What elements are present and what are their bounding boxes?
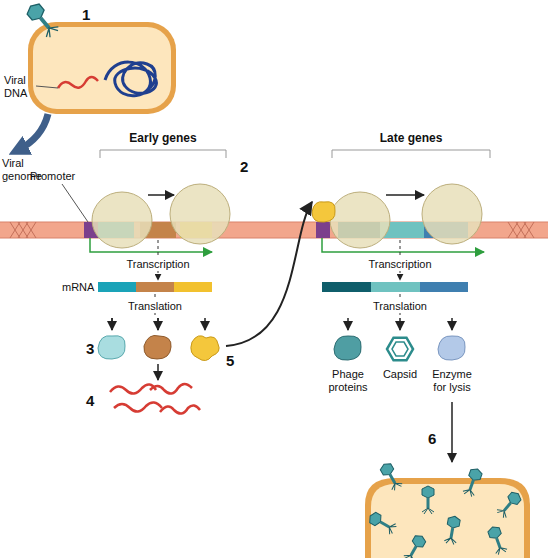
replication-arrow: [157, 364, 159, 380]
cytoplasm: [33, 27, 171, 109]
translation-arrow: [111, 318, 113, 330]
phage: [444, 515, 461, 545]
translation-arrow: [157, 318, 159, 330]
group-label: Late genes: [361, 132, 461, 146]
mrna-segment: [371, 282, 420, 292]
activation-arrow: [226, 202, 312, 346]
part-label: mRNA: [62, 281, 96, 294]
mrna-segment: [420, 282, 468, 292]
phage: [403, 533, 427, 558]
lysing-cell: [365, 478, 530, 558]
direction-arrow: [148, 194, 174, 196]
rna-polymerase: [170, 184, 230, 244]
node-label: Enzyme for lysis: [428, 368, 476, 393]
phage: [462, 467, 483, 497]
rna-polymerase: [422, 184, 482, 244]
callout-number: 4: [86, 392, 106, 409]
mrna-segment: [136, 282, 174, 292]
callout-number: 6: [428, 430, 448, 447]
promoter-segment: [316, 222, 330, 238]
rna-polymerase: [92, 192, 152, 248]
translation-arrow: [347, 318, 349, 330]
zoom-arrow: [18, 114, 48, 150]
bacterial-chromosome: [105, 62, 156, 96]
capsid-shape: [392, 342, 408, 356]
cytoplasm: [371, 484, 524, 558]
protein-node: Capsid: [378, 332, 422, 381]
early-protein: [144, 335, 171, 359]
early-protein: [191, 336, 219, 361]
translation-arrow: [451, 318, 453, 330]
mrna-segment: [174, 282, 212, 292]
phage: [367, 511, 397, 535]
mrna-segment: [98, 282, 136, 292]
capsid-shape: [387, 338, 413, 361]
phage: [422, 486, 434, 514]
rna-polymerase: [330, 192, 390, 248]
replicated-dna: [150, 384, 192, 394]
early-protein: [98, 336, 125, 359]
node-label: Phage proteins: [322, 368, 374, 393]
step-label: Transcription: [360, 258, 440, 271]
phage: [487, 525, 508, 555]
node-label: Capsid: [378, 368, 422, 381]
viral-dna: [58, 77, 98, 88]
callout-number: 1: [82, 6, 102, 23]
callout-number: 5: [226, 352, 246, 369]
translation-arrow: [112, 318, 205, 330]
protein-node: Enzyme for lysis: [428, 332, 476, 393]
callout-number: 2: [240, 158, 260, 175]
protein-shape: [322, 332, 374, 368]
callout-number: 3: [86, 340, 106, 357]
phage: [379, 461, 403, 491]
replicated-dna: [110, 384, 156, 393]
transcription-arrow: [322, 238, 484, 252]
protein-shape: [378, 332, 422, 368]
activator-protein: [312, 202, 335, 222]
protein-blob: [438, 336, 465, 360]
part-label: Viral DNA: [4, 74, 38, 99]
step-label: Transcription: [118, 258, 198, 271]
phage: [496, 490, 523, 519]
group-label: Early genes: [113, 132, 213, 146]
part-label: Promoter: [30, 170, 90, 183]
protein-node: Phage proteins: [322, 332, 374, 393]
gene-bracket: [332, 150, 490, 158]
gene-bracket: [100, 150, 226, 158]
replicated-dna: [160, 405, 200, 413]
leader-line: [62, 184, 88, 222]
transcription-arrow: [90, 238, 212, 252]
protein-shape: [428, 332, 476, 368]
step-label: Translation: [115, 300, 195, 313]
direction-arrow: [386, 194, 424, 196]
mrna-segment: [322, 282, 371, 292]
step-label: Translation: [360, 300, 440, 313]
protein-blob: [334, 336, 361, 360]
leader-line: [36, 86, 58, 88]
translation-arrow: [399, 318, 401, 330]
replicated-dna: [114, 402, 162, 411]
phage: [25, 1, 60, 39]
lysis-arrow: [451, 402, 453, 462]
